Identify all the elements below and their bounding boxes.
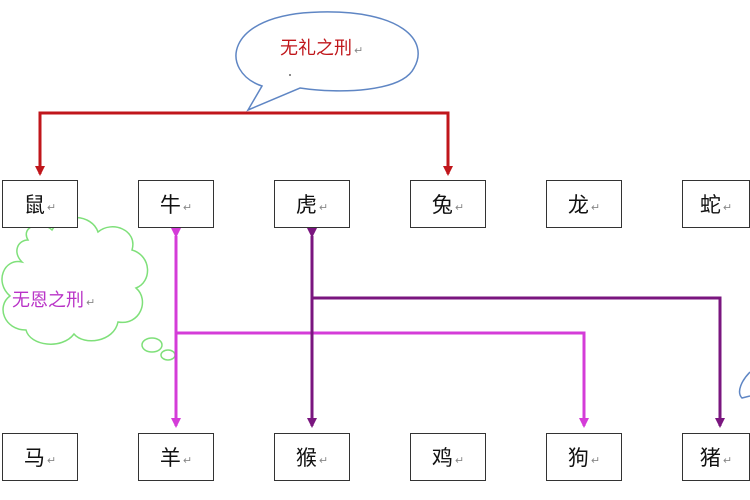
return-mark: ↵ [454,200,465,214]
zodiac-box-rooster: 鸡↵ [410,433,486,481]
cloud-puff-2 [160,349,176,361]
return-mark: ↵ [590,453,601,467]
red-connector-line [38,111,453,176]
zodiac-box-goat: 羊↵ [138,433,214,481]
speech-bubble [235,11,419,112]
zodiac-label: 牛 [159,193,181,217]
magenta-branch [176,331,589,428]
zodiac-box-rabbit: 兔↵ [410,180,486,228]
return-mark: ↵ [182,200,193,214]
speech-callout-text: 无礼之刑 [280,38,352,59]
zodiac-label: 鼠 [23,193,45,217]
zodiac-box-snake: 蛇↵ [682,180,750,228]
return-mark: ↵ [590,200,601,214]
bubble-dot [289,74,291,76]
zodiac-box-dog: 狗↵ [546,433,622,481]
return-mark: ↵ [318,200,329,214]
thought-cloud [1,216,149,345]
zodiac-label: 马 [23,446,45,470]
return-mark: ↵ [86,296,96,309]
cloud-callout-text: 无恩之刑 [12,290,84,311]
zodiac-box-rat: 鼠↵ [2,180,78,228]
zodiac-label: 兔 [431,193,453,217]
return-mark: ↵ [46,200,57,214]
return-mark: ↵ [318,453,329,467]
return-mark: ↵ [354,44,364,57]
zodiac-label: 蛇 [699,193,721,217]
return-mark: ↵ [722,453,733,467]
zodiac-box-ox: 牛↵ [138,180,214,228]
return-mark: ↵ [722,200,733,214]
zodiac-box-tiger: 虎↵ [274,180,350,228]
zodiac-label: 猴 [295,446,317,470]
zodiac-label: 猪 [699,446,721,470]
return-mark: ↵ [454,453,465,467]
speech-callout-label: 无礼之刑↵ [280,34,363,60]
zodiac-box-horse: 马↵ [2,433,78,481]
return-mark: ↵ [182,453,193,467]
cloud-callout-label: 无恩之刑↵ [12,286,95,312]
return-mark: ↵ [46,453,57,467]
purple-branch [312,296,725,428]
partial-bubble [738,371,750,399]
zodiac-box-pig: 猪↵ [682,433,750,481]
zodiac-box-dragon: 龙↵ [546,180,622,228]
zodiac-label: 龙 [567,193,589,217]
cloud-puff-1 [141,337,163,353]
zodiac-box-monkey: 猴↵ [274,433,350,481]
zodiac-label: 狗 [567,446,589,470]
zodiac-label: 虎 [295,193,317,217]
zodiac-label: 羊 [159,446,181,470]
zodiac-label: 鸡 [431,446,453,470]
